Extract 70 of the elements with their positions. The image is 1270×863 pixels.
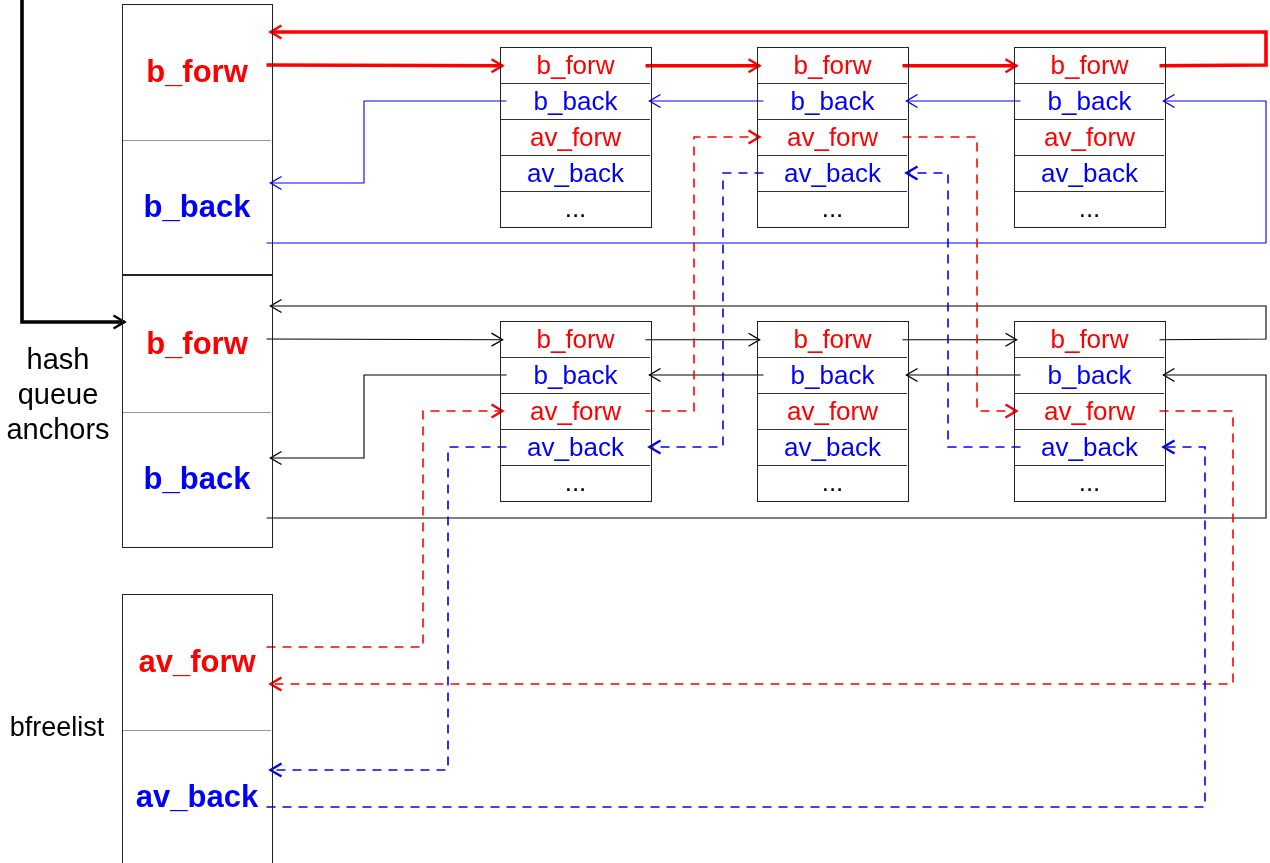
arrow [269,24,1268,68]
pointer-field: ... [501,464,650,499]
arrow [20,0,126,330]
arrow [901,136,1018,419]
arrow [905,93,1022,109]
pointer-field: av_forw [501,392,650,429]
pointer-field: b_back [1015,82,1164,119]
pointer-field: av_back [758,154,907,191]
side-label: bfreelist [8,711,106,744]
arrow [265,403,504,648]
pointer-field: av_forw [1015,392,1164,429]
arrow [645,58,761,74]
side-label: hash queue anchors [5,342,111,447]
pointer-field: b_forw [1015,48,1164,83]
arrow [902,58,1018,74]
pointer-field: b_back [123,411,271,546]
record-box [1014,321,1166,502]
pointer-field: av_forw [501,118,650,155]
pointer-field: ... [1015,464,1164,499]
pointer-field: ... [1015,190,1164,225]
pointer-field: av_forw [758,118,907,155]
pointer-field: av_back [501,428,650,465]
pointer-field: av_back [1015,154,1164,191]
arrow [644,129,761,412]
arrow [644,332,761,347]
arrow [266,58,504,74]
arrow [905,165,1022,448]
arrow [265,439,1206,808]
arrow [648,172,765,455]
arrow [265,332,504,347]
arrow [265,367,1267,519]
pointer-field: b_forw [758,322,907,357]
arrow [901,332,1018,347]
record-box [757,47,909,228]
arrow [648,367,765,383]
pointer-field: b_back [123,139,271,273]
record-box [757,321,909,502]
pointer-field: b_forw [501,48,650,83]
pointer-field: b_forw [1015,322,1164,357]
pointer-field: b_back [501,82,650,119]
arrow [269,410,1234,692]
pointer-field: ... [501,190,650,225]
pointer-field: ... [758,464,907,499]
pointer-field: av_forw [123,595,271,730]
arrow [648,93,765,109]
arrow [265,93,1267,244]
pointer-field: b_forw [758,48,907,83]
pointer-field: av_forw [758,392,907,429]
record-box [122,4,273,275]
record-box [500,47,652,228]
arrow [269,100,508,191]
pointer-field: av_back [758,428,907,465]
pointer-field: b_forw [123,276,271,412]
pointer-field: b_back [758,356,907,393]
arrow [269,446,508,778]
pointer-field: b_back [1015,356,1164,393]
arrow [905,367,1022,383]
pointer-field: av_back [1015,428,1164,465]
arrow [269,374,508,466]
pointer-field: b_back [501,356,650,393]
pointer-field: av_forw [1015,118,1164,155]
arrow [269,298,1267,341]
pointer-field: b_back [758,82,907,119]
pointer-field: ... [758,190,907,225]
pointer-field: b_forw [501,322,650,357]
pointer-field: av_back [123,729,271,863]
record-box [1014,47,1166,228]
pointer-field: b_forw [123,5,271,140]
record-box [500,321,652,502]
pointer-field: av_back [501,154,650,191]
